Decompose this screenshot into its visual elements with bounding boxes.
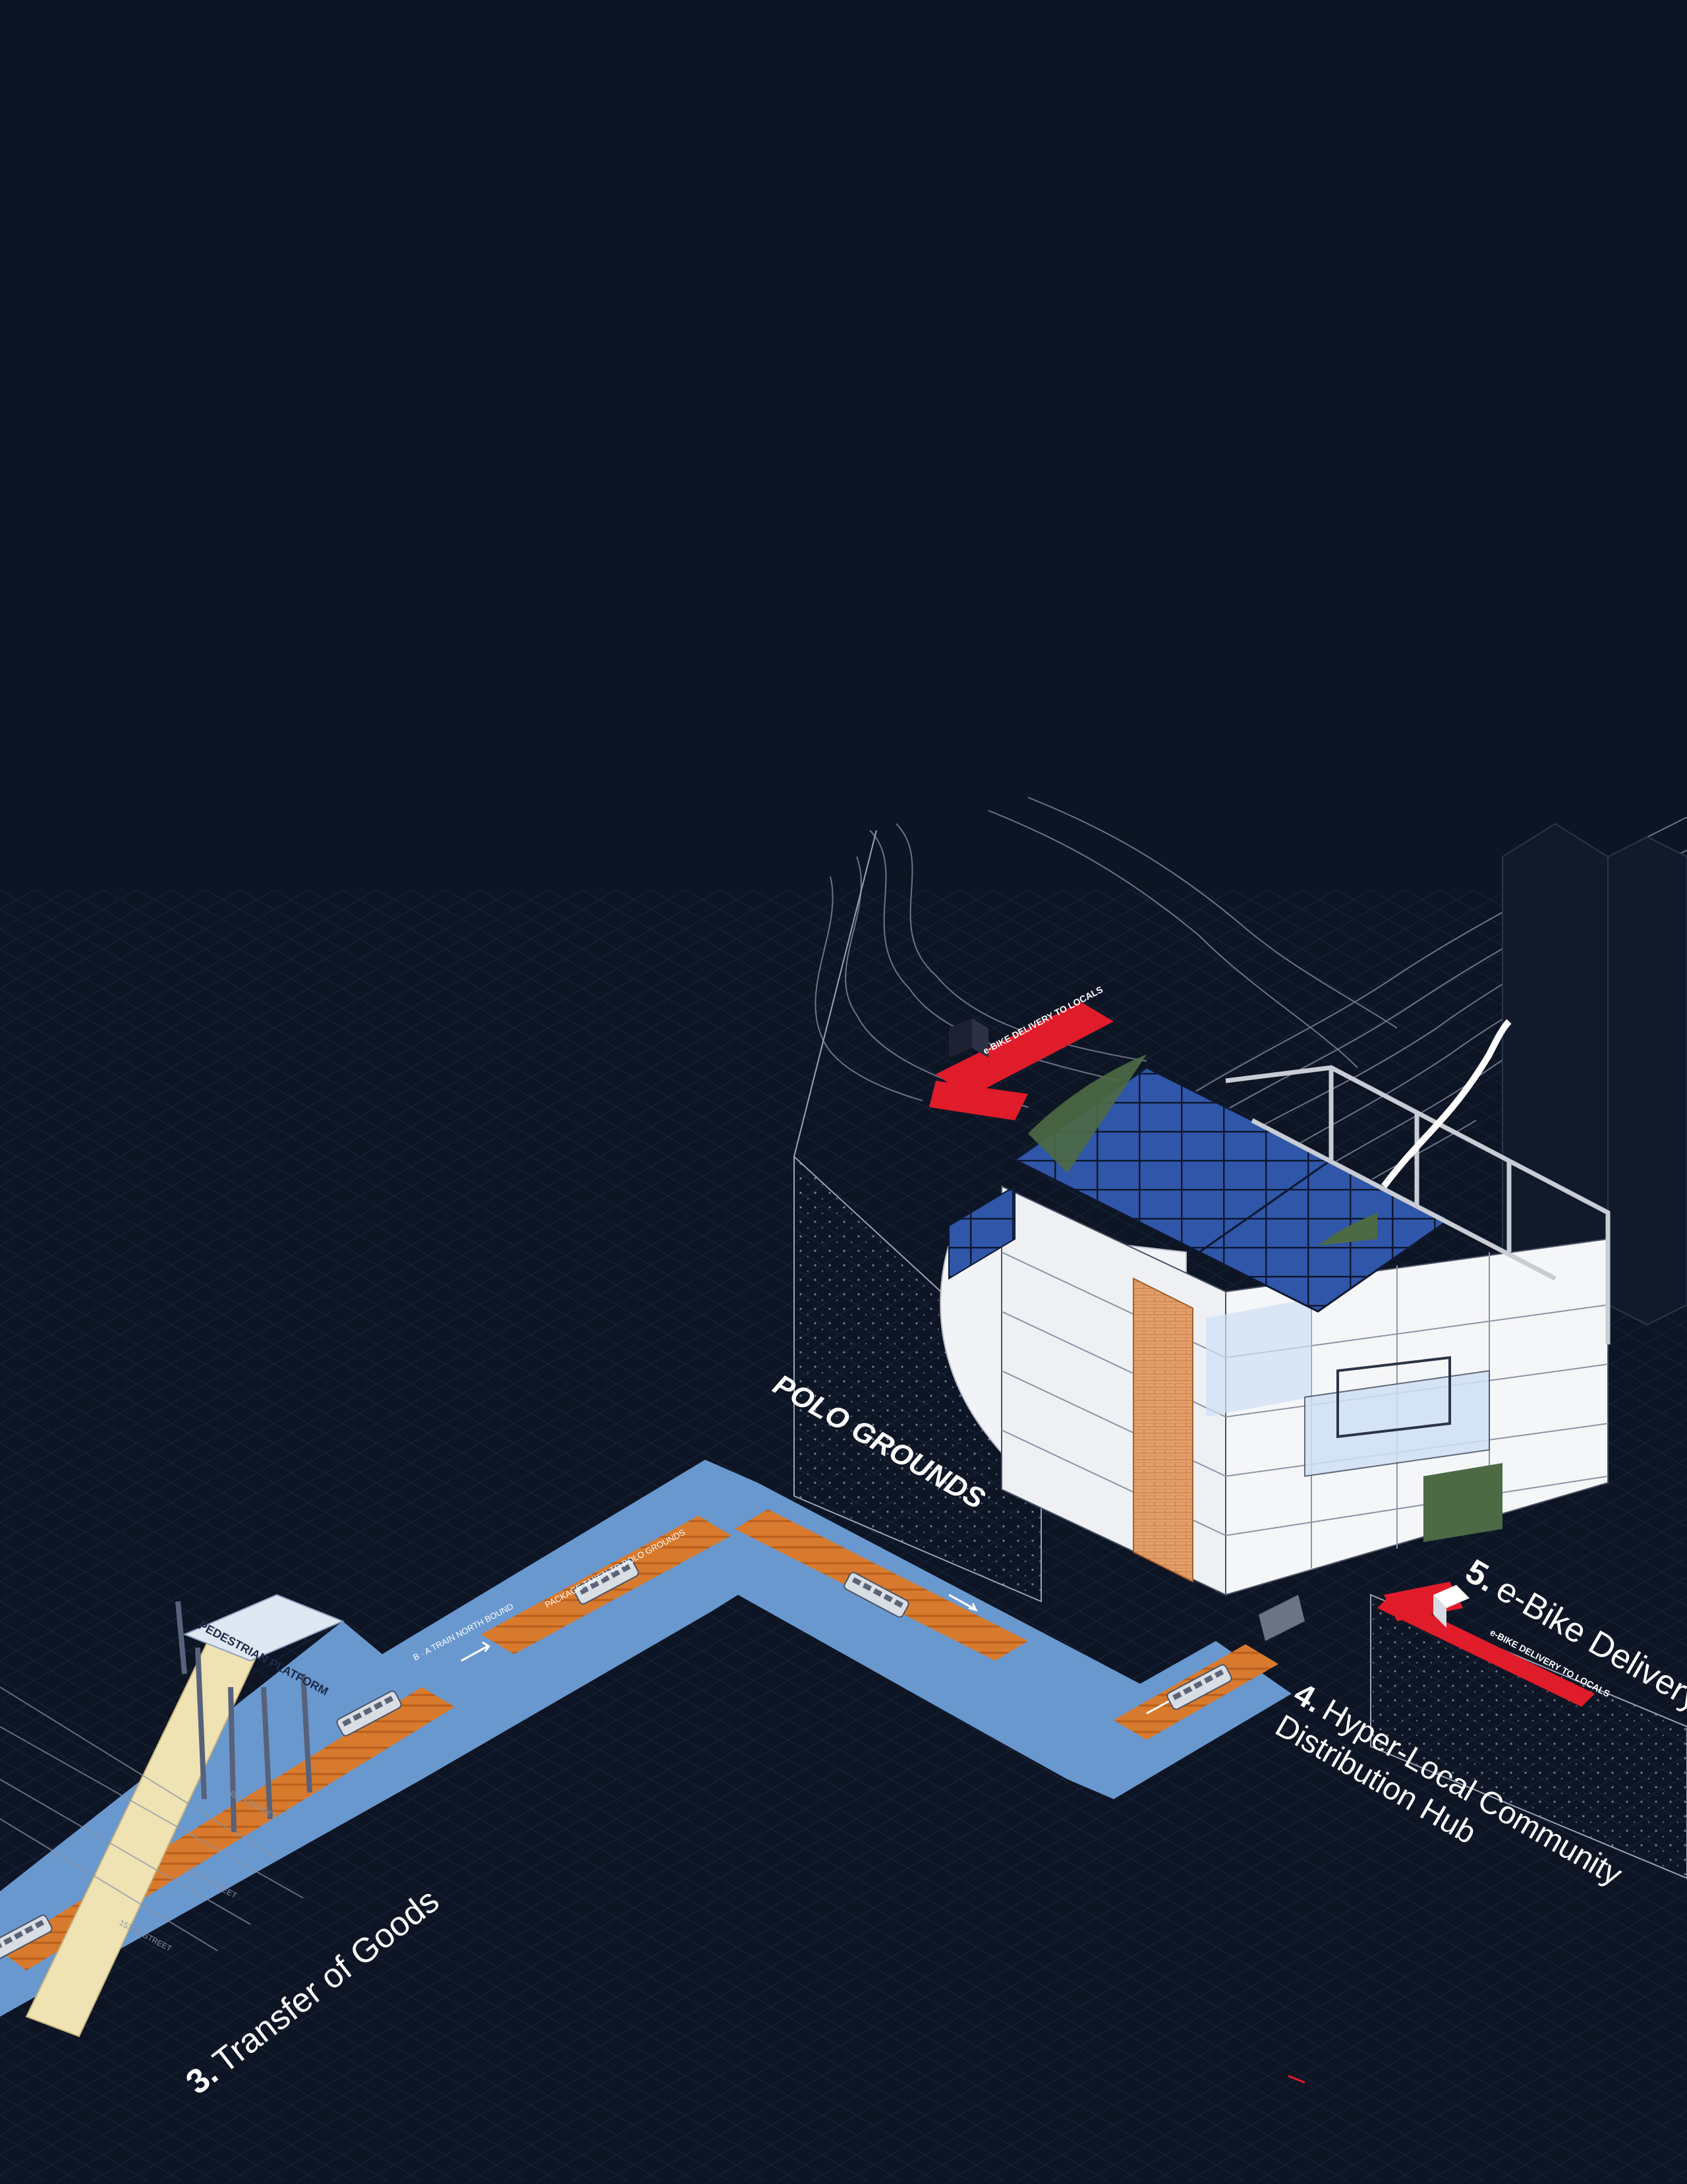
train-car-icon	[0, 1914, 53, 1961]
delivery-box-icon	[949, 1018, 988, 1058]
distribution-hub-building	[948, 1019, 1611, 1641]
train-car-icon	[1166, 1664, 1232, 1710]
ebike-route-top-arrow	[929, 1081, 1028, 1120]
ebike-route-bottom	[1377, 1595, 1595, 1707]
platform-pillars	[175, 1601, 312, 1833]
train-car-icon	[844, 1572, 909, 1618]
pedestrian-platform	[183, 1594, 345, 1662]
e-bike-icon	[1433, 1585, 1470, 1628]
earth-section-right	[1370, 1594, 1687, 1880]
train-car-icon	[336, 1690, 402, 1737]
street-lines	[0, 1686, 304, 1951]
trains-group	[0, 1559, 1232, 1961]
train-car-icon	[573, 1559, 639, 1605]
underground-route	[0, 1460, 1292, 2017]
ebike-route-top	[936, 1002, 1114, 1097]
direction-arrow-icon	[461, 1594, 1174, 1715]
